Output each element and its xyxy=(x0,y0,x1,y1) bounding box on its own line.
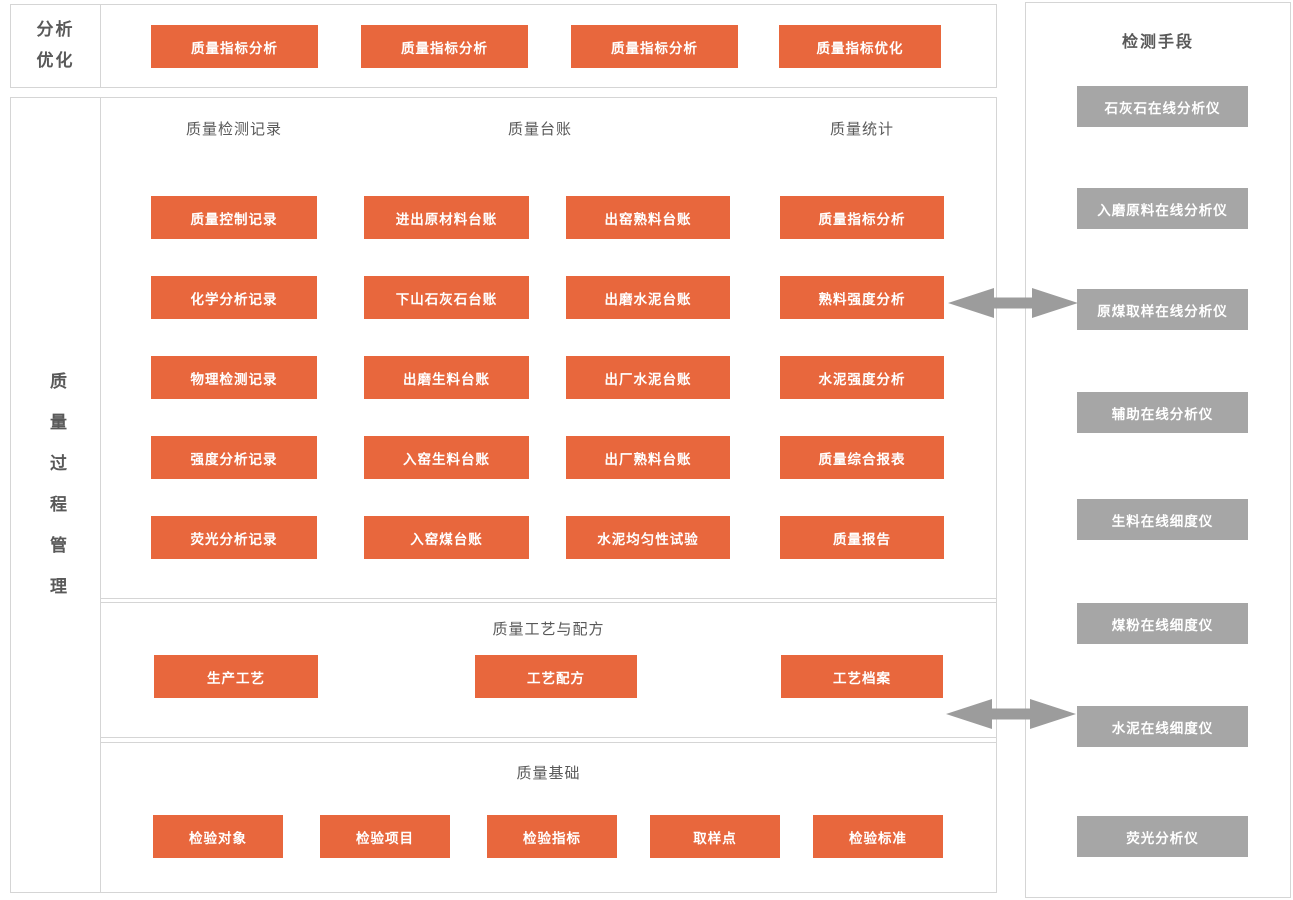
module-block[interactable]: 质量指标分析 xyxy=(780,196,944,239)
analysis-section-label-text: 分析优化 xyxy=(36,19,75,71)
device-block[interactable]: 辅助在线分析仪 xyxy=(1077,392,1248,433)
device-block[interactable]: 生料在线细度仪 xyxy=(1077,499,1248,540)
ledger-column-header: 质量台账 xyxy=(507,120,572,138)
module-block[interactable]: 质量指标分析 xyxy=(361,25,528,68)
device-block[interactable]: 煤粉在线细度仪 xyxy=(1077,603,1248,644)
module-block[interactable]: 质量指标分析 xyxy=(151,25,318,68)
module-block[interactable]: 工艺配方 xyxy=(475,655,637,698)
module-block[interactable]: 强度分析记录 xyxy=(151,436,317,479)
module-block[interactable]: 工艺档案 xyxy=(781,655,943,698)
module-block[interactable]: 出磨生料台账 xyxy=(364,356,529,399)
double-arrow-icon xyxy=(946,699,1076,729)
module-block[interactable]: 检验对象 xyxy=(153,815,283,858)
module-block[interactable]: 物理检测记录 xyxy=(151,356,317,399)
process-section-label-text: 质量过程管理 xyxy=(46,372,66,618)
module-block[interactable]: 检验项目 xyxy=(320,815,450,858)
module-block[interactable]: 进出原材料台账 xyxy=(364,196,529,239)
module-block[interactable]: 入窑煤台账 xyxy=(364,516,529,559)
detection-panel-frame xyxy=(1025,2,1291,898)
device-block[interactable]: 入磨原料在线分析仪 xyxy=(1077,188,1248,229)
module-block[interactable]: 质量指标分析 xyxy=(571,25,738,68)
double-arrow-icon xyxy=(948,288,1078,318)
detection-panel-header: 检测手段 xyxy=(1121,32,1194,51)
statistics-column-header: 质量统计 xyxy=(829,120,894,138)
basics-block-header: 质量基础 xyxy=(516,764,581,782)
module-block[interactable]: 检验标准 xyxy=(813,815,943,858)
module-block[interactable]: 熟料强度分析 xyxy=(780,276,944,319)
module-block[interactable]: 出窑熟料台账 xyxy=(566,196,730,239)
analysis-label-divider xyxy=(100,5,101,87)
craft-block-header: 质量工艺与配方 xyxy=(492,620,605,638)
device-block[interactable]: 荧光分析仪 xyxy=(1077,816,1248,857)
module-block[interactable]: 入窑生料台账 xyxy=(364,436,529,479)
module-block[interactable]: 出厂熟料台账 xyxy=(566,436,730,479)
records-column-header: 质量检测记录 xyxy=(185,120,282,138)
module-block[interactable]: 质量综合报表 xyxy=(780,436,944,479)
module-block[interactable]: 生产工艺 xyxy=(154,655,318,698)
device-block[interactable]: 石灰石在线分析仪 xyxy=(1077,86,1248,127)
module-block[interactable]: 检验指标 xyxy=(487,815,617,858)
module-block[interactable]: 取样点 xyxy=(650,815,780,858)
module-block[interactable]: 下山石灰石台账 xyxy=(364,276,529,319)
module-block[interactable]: 质量控制记录 xyxy=(151,196,317,239)
module-block[interactable]: 质量指标优化 xyxy=(779,25,941,68)
module-block[interactable]: 水泥强度分析 xyxy=(780,356,944,399)
analysis-section-label: 分析优化 xyxy=(11,5,100,87)
module-block[interactable]: 水泥均匀性试验 xyxy=(566,516,730,559)
records-block-frame xyxy=(100,97,997,599)
module-block[interactable]: 荧光分析记录 xyxy=(151,516,317,559)
process-section-label: 质量过程管理 xyxy=(11,98,100,892)
module-block[interactable]: 质量报告 xyxy=(780,516,944,559)
module-block[interactable]: 化学分析记录 xyxy=(151,276,317,319)
module-block[interactable]: 出磨水泥台账 xyxy=(566,276,730,319)
device-block[interactable]: 原煤取样在线分析仪 xyxy=(1077,289,1248,330)
module-block[interactable]: 出厂水泥台账 xyxy=(566,356,730,399)
device-block[interactable]: 水泥在线细度仪 xyxy=(1077,706,1248,747)
